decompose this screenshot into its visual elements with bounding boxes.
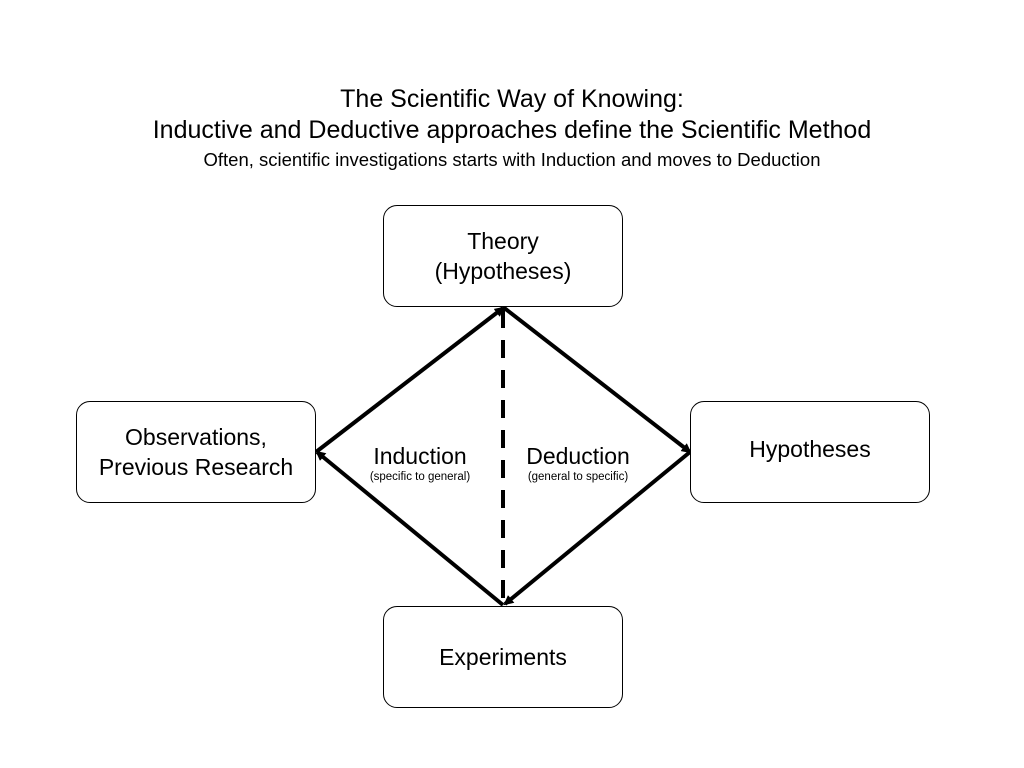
title-line-2: Inductive and Deductive approaches defin…	[152, 116, 872, 144]
arrow-observations-to-theory	[314, 306, 505, 454]
arrow-theory-to-hypotheses	[501, 305, 692, 454]
arrow-hypotheses-to-experiments	[503, 450, 692, 606]
arrow-experiments-to-observations	[315, 450, 505, 607]
deduction-region: Deduction (general to specific)	[508, 443, 648, 485]
observations-sublabel: Previous Research	[98, 454, 294, 480]
title-line-1: The Scientific Way of Knowing:	[340, 85, 684, 113]
deduction-sublabel: (general to specific)	[527, 471, 629, 483]
diagram-subtitle: Often, scientific investigations starts …	[203, 149, 821, 170]
node-theory: Theory (Hypotheses)	[383, 205, 623, 307]
node-hypotheses: Hypotheses	[690, 401, 930, 503]
node-experiments: Experiments	[383, 606, 623, 708]
induction-label: Induction	[373, 443, 467, 469]
hypotheses-label: Hypotheses	[749, 436, 871, 462]
node-observations: Observations, Previous Research	[76, 401, 316, 503]
induction-region: Induction (specific to general)	[350, 443, 490, 485]
theory-label: Theory	[467, 228, 539, 254]
experiments-label: Experiments	[439, 644, 567, 670]
induction-sublabel: (specific to general)	[369, 471, 471, 483]
deduction-label: Deduction	[526, 443, 630, 469]
theory-sublabel: (Hypotheses)	[434, 258, 572, 284]
diagram-title: The Scientific Way of Knowing: Inductive…	[0, 84, 1024, 171]
observations-label: Observations,	[125, 424, 267, 450]
